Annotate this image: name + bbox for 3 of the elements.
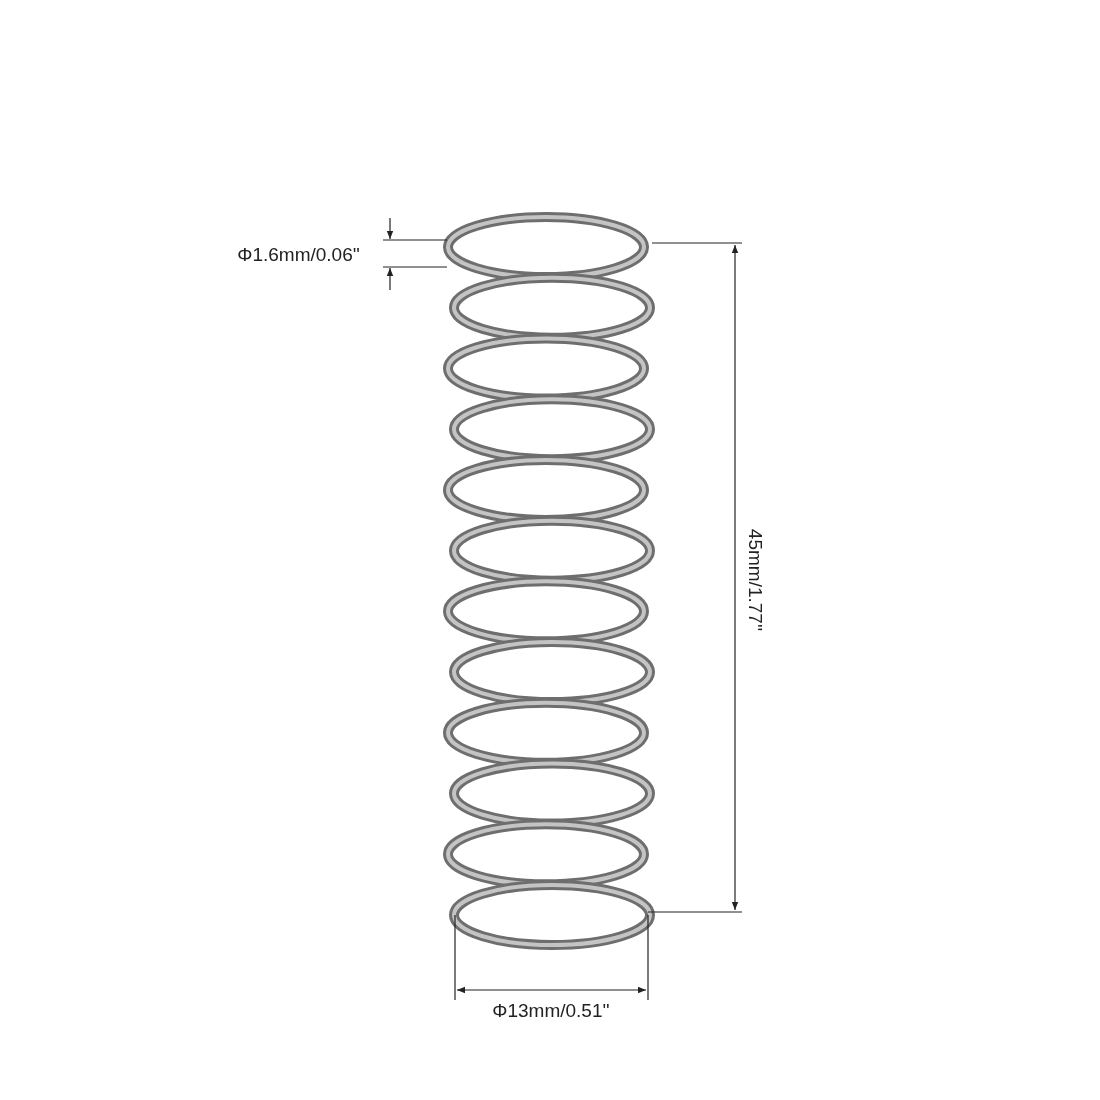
dimension-label: 45mm/1.77'' — [744, 528, 766, 632]
dimension-label: Φ13mm/0.51'' — [492, 1000, 610, 1022]
dimension-label: Φ1.6mm/0.06'' — [236, 244, 360, 266]
